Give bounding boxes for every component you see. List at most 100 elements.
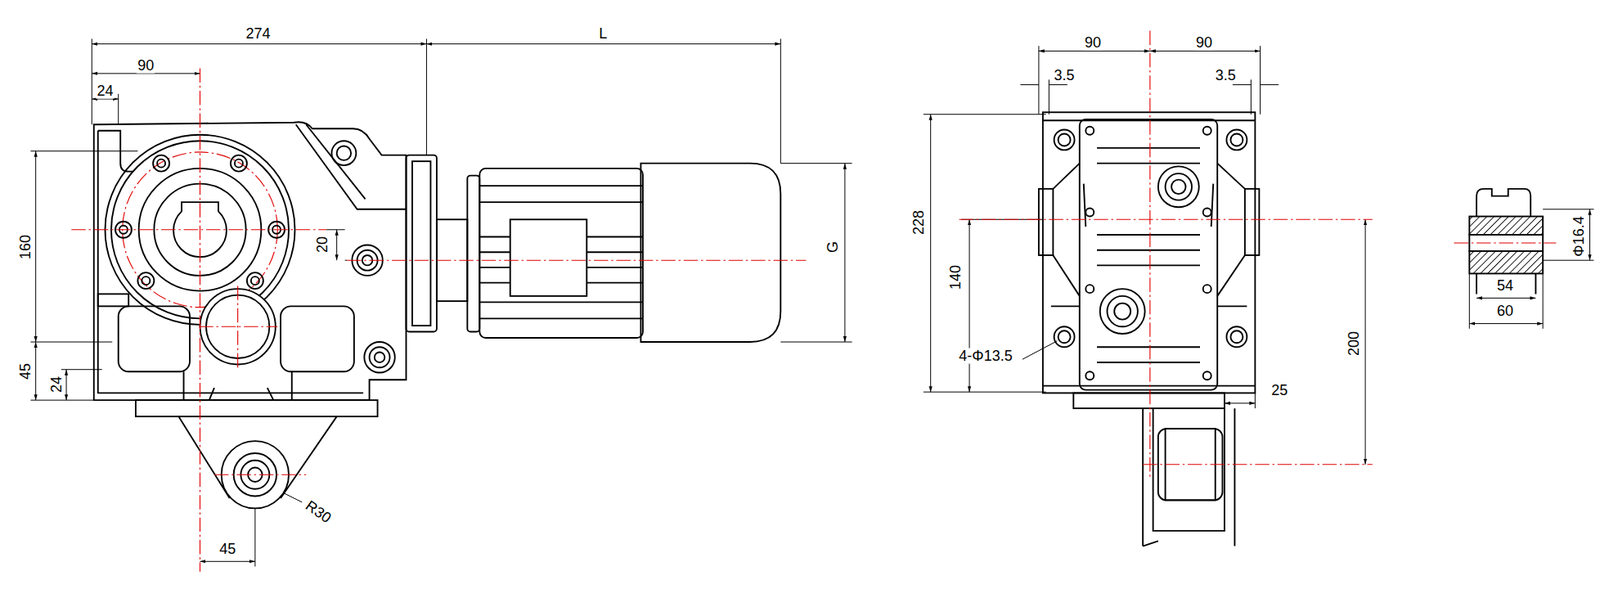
dimension-label: 274 [245,26,272,42]
side-view-part [479,185,643,319]
end-view-part-part [1058,133,1071,146]
dimension-label: G [824,240,841,254]
dimension-label: 200 [1346,330,1362,357]
side-view-part [35,341,36,400]
side-view-part [35,151,36,342]
side-view-part [30,38,852,567]
bushing-detail [1454,188,1595,329]
end-view-part [1106,296,1138,327]
dimension-label: 3.5 [1053,67,1076,84]
end-view-part [1171,179,1186,194]
end-view-part [1096,148,1200,363]
end-view-part [1114,303,1131,320]
dimension-label: 90 [1195,35,1214,51]
side-view-part [91,98,118,100]
end-view-part [1042,112,1255,393]
end-view-part [1085,126,1211,380]
side-view-part [412,161,431,326]
side-view-part [640,163,781,342]
end-view-part [1142,408,1235,546]
dimension-label: 3.5 [1214,67,1237,84]
side-view-part [467,175,480,333]
end-view-part [1079,119,1218,391]
end-view-part-part [1226,326,1247,347]
side-view [30,38,852,571]
side-view-part [91,72,200,74]
bushing-detail-part [1589,209,1591,261]
end-view-part-part [1203,371,1212,380]
end-view-part [1224,402,1255,404]
end-view-part-part [1203,208,1212,217]
dimension-label: 4-Φ13.5 [957,348,1013,365]
bushing-detail-part [1469,216,1543,235]
side-view-part-part [152,155,170,172]
end-view-part [1165,173,1192,200]
end-view-part [959,30,1373,480]
end-view [923,30,1373,546]
dimension-label: 90 [136,57,155,73]
dimension-label: 90 [1083,35,1102,51]
bushing-detail-part [1476,188,1531,217]
side-view-part-part [141,276,150,285]
end-view-part-part [1226,129,1247,150]
side-view-part-part [137,272,154,289]
bushing-detail-part [1469,251,1543,274]
dimension-label: R30 [301,497,335,527]
end-view-part-part [1085,371,1094,380]
dimension-label: 25 [1270,382,1289,398]
side-view-part [331,140,356,166]
bushing-detail-part [1476,297,1536,299]
side-view-part [364,341,395,373]
end-view-part [1073,392,1225,409]
end-view-part [1100,288,1146,334]
bushing-detail-part [1469,209,1594,329]
side-view-part-part [234,159,243,168]
end-view-part [923,45,1279,409]
end-view-part [1150,50,1261,52]
end-view-part-part [1203,284,1212,293]
dimension-label: L [597,26,608,42]
side-view-part-part [157,159,166,168]
side-view-part [374,352,385,363]
dimension-label: 54 [1496,278,1515,294]
side-view-part [200,561,256,562]
bushing-detail-part [1469,323,1543,324]
dimension-label: 45 [17,362,34,381]
side-view-part [337,145,351,160]
side-view-part [98,293,129,306]
end-view-part [1038,188,1053,256]
end-view-part-part [1085,208,1094,217]
side-view-part [844,163,845,342]
side-view-part [91,43,427,45]
end-view-part-part [1230,133,1243,146]
side-view-part [98,130,364,394]
end-view-part-part [1203,126,1212,135]
end-view-part [930,114,931,392]
side-view-part [296,124,407,210]
end-view-part [1158,166,1200,207]
side-view-part [135,400,378,417]
end-view-part [969,219,971,392]
dimension-label: 45 [218,541,237,558]
end-view-part-part [1054,326,1075,347]
dimension-label: 228 [910,209,926,236]
dimension-label: 20 [314,235,331,254]
side-view-part [510,219,588,297]
side-view-part-part [247,272,264,289]
dimension-label: 24 [95,83,114,99]
side-view-part [405,155,436,333]
end-view-part [1038,50,1151,52]
bushing-detail-part [1476,273,1536,294]
end-view-part [1042,120,1255,386]
side-view-part [426,43,781,45]
end-view-part [1022,341,1057,360]
side-view-part [280,305,355,372]
side-view-part [369,346,391,368]
dimension-label: Φ16.4 [1570,215,1587,258]
side-view-part-part [251,276,260,285]
side-view-part [336,229,338,261]
side-view-part [71,68,806,572]
side-view-part [94,121,407,400]
